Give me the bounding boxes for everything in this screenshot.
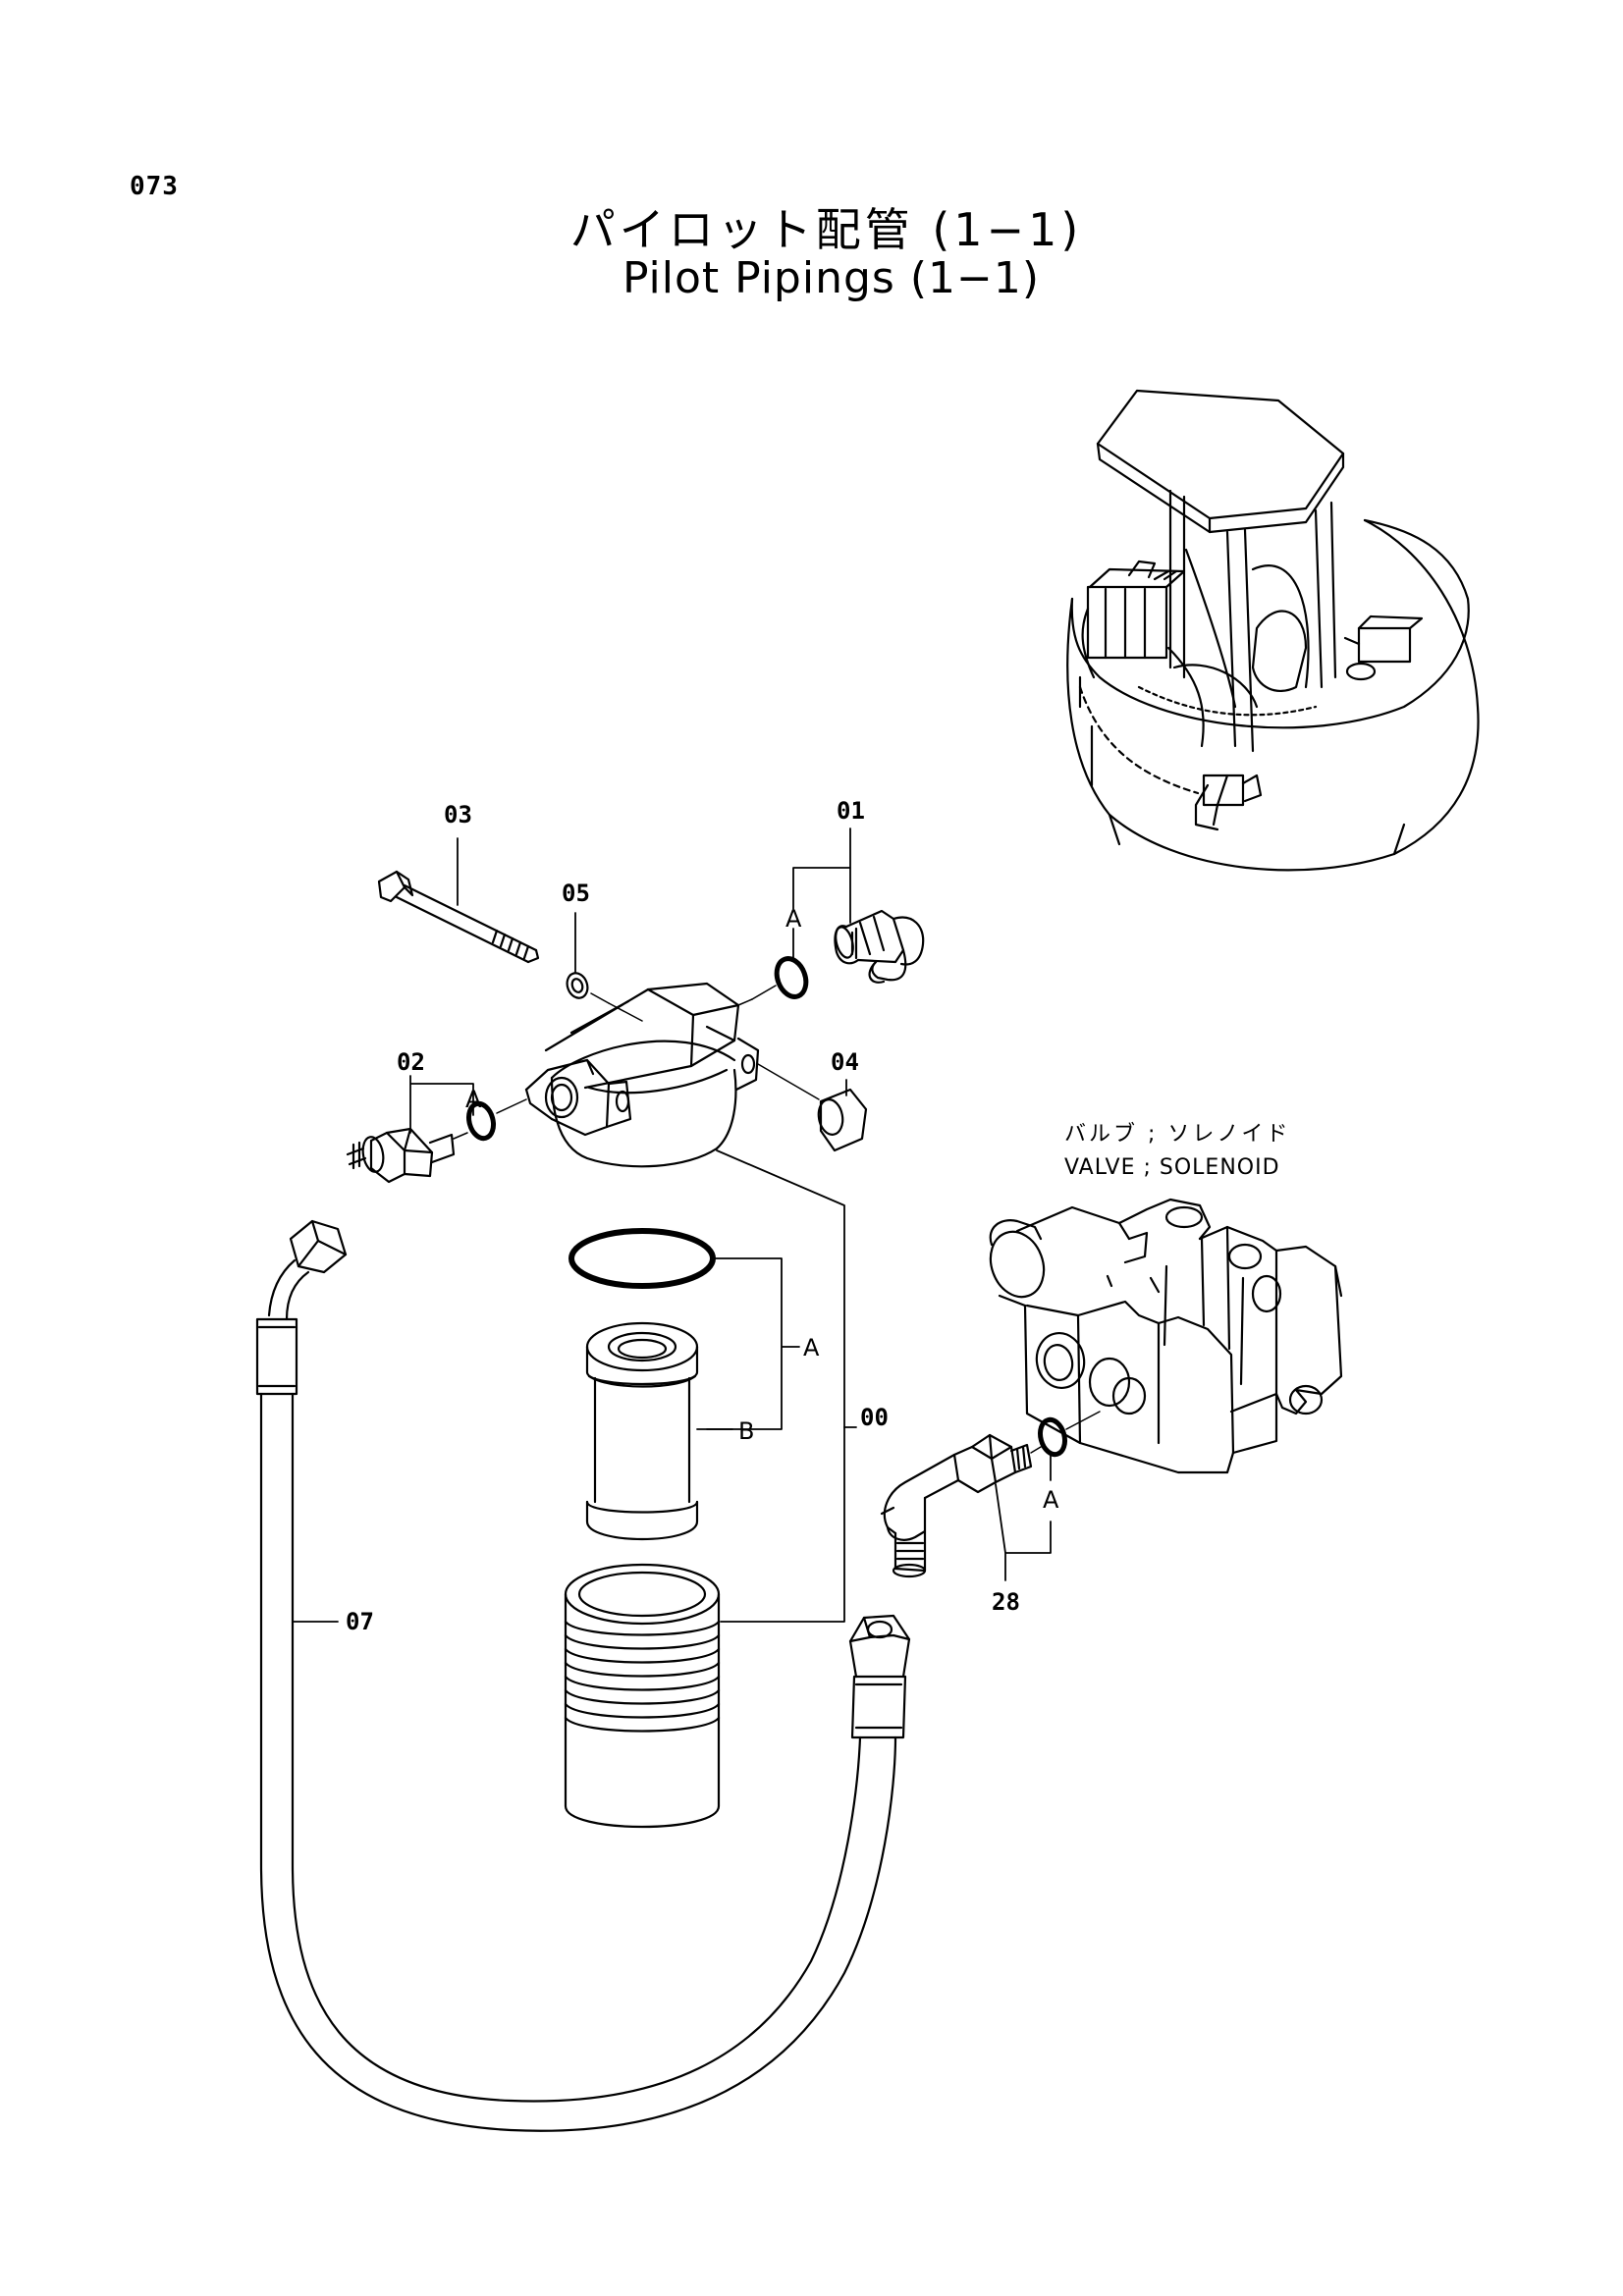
callout-labels: 03 05 01 A 04 02 A A B 00 07 A 28 バルブ ; … (346, 797, 1290, 1635)
part-00-filter-head (524, 982, 760, 1168)
callout-01: 01 (837, 797, 865, 825)
part-02-o-ring (466, 1100, 496, 1142)
callout-04: 04 (831, 1048, 859, 1076)
callout-02: 02 (397, 1048, 425, 1076)
callout-05: 05 (562, 880, 590, 907)
part-28-o-ring (1038, 1416, 1067, 1458)
callout-03: 03 (444, 801, 472, 828)
callout-02-sub-a: A (465, 1086, 482, 1113)
part-04-plug (757, 1063, 868, 1152)
callout-a-o-ring: A (803, 1334, 820, 1362)
callout-28-sub-a: A (1043, 1486, 1059, 1514)
part-00-large-o-ring (568, 1228, 716, 1289)
part-28-elbow-fitting (880, 1433, 1033, 1578)
page-number: 073 (130, 172, 179, 201)
part-00-filter-element (585, 1321, 699, 1540)
page-title-japanese: パイロット配管 (1−1) (569, 203, 1083, 256)
part-01-o-ring (774, 956, 809, 999)
callout-28: 28 (992, 1588, 1020, 1616)
part-01-elbow-fitting (834, 909, 925, 984)
part-00-filter-bowl (564, 1563, 721, 1829)
callout-leader-lines (292, 828, 1052, 1623)
machine-cab-overview-illustration (1066, 389, 1480, 872)
valve-label-english: VALVE ; SOLENOID (1064, 1155, 1280, 1180)
valve-label-japanese: バルブ ; ソレノイド (1064, 1122, 1290, 1147)
part-03-bolt (377, 870, 540, 964)
page-title-english: Pilot Pipings (1−1) (622, 253, 1041, 303)
callout-00: 00 (860, 1404, 889, 1431)
part-02-straight-fitting (346, 1127, 456, 1184)
solenoid-valve-body (989, 1198, 1343, 1474)
part-07-hose (255, 1219, 911, 2132)
part-05-washer (566, 972, 589, 999)
callout-01-sub-a: A (785, 905, 802, 933)
callout-07: 07 (346, 1608, 374, 1635)
callout-b-element: B (738, 1417, 754, 1445)
